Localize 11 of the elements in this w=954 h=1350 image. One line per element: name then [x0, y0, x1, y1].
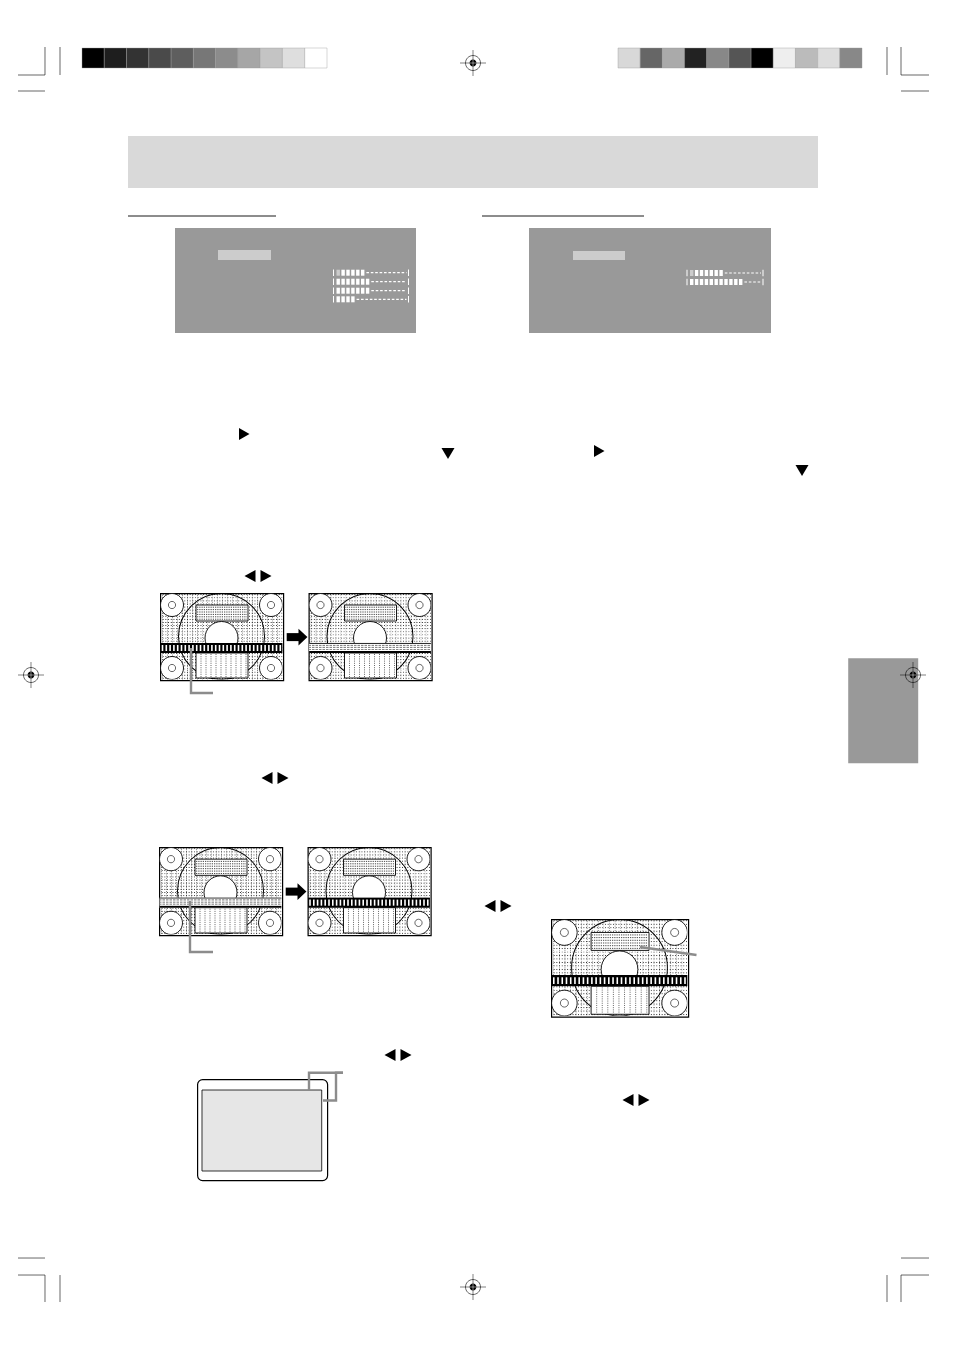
- side-tab: [848, 658, 919, 764]
- test-pattern: [308, 593, 433, 682]
- leader-line: [323, 1071, 343, 1102]
- test-pattern: [551, 919, 690, 1018]
- test-pattern: [307, 847, 432, 937]
- leader-line: [189, 648, 213, 695]
- test-pattern: [160, 593, 285, 682]
- test-pattern: [159, 847, 284, 937]
- leader-line: [639, 945, 697, 957]
- leader-line: [188, 901, 213, 954]
- monitor-screen: [197, 1079, 329, 1182]
